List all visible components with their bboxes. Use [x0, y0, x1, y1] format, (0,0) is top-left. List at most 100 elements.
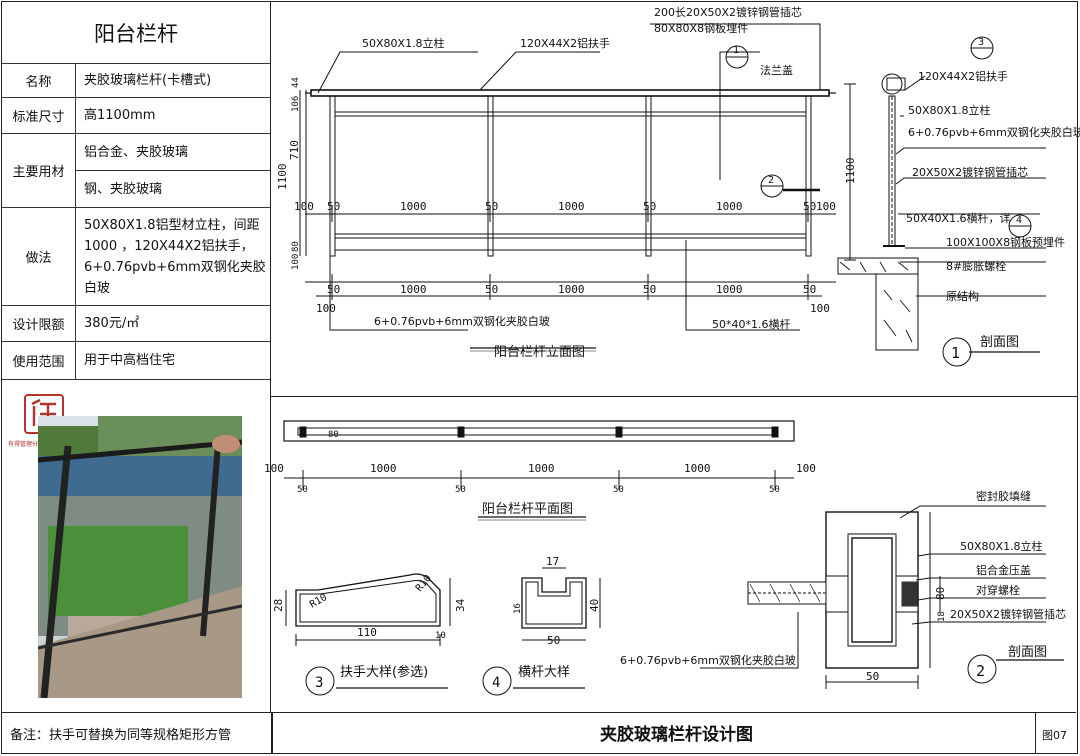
plan-caption: 阳台栏杆平面图 [482, 502, 573, 517]
elevation-drawing [299, 23, 836, 352]
logo-caption: 有得管理分享汇 [8, 441, 51, 448]
d4-dim-inner: 16 [513, 603, 523, 614]
elev-dim-100-b: 100 [816, 200, 836, 213]
elev-dim-44: 44 [291, 77, 301, 88]
plan-drawing [283, 420, 795, 521]
elev-label-flange: 法兰盖 [760, 63, 793, 77]
s2-dim-t: 18 [937, 611, 947, 622]
s1-label-structure: 原结构 [946, 289, 979, 303]
s1-marker-3: 3 [978, 37, 984, 48]
s2-label-glass: 6+0.76pvb+6mm双钢化夹胶白玻 [620, 653, 796, 667]
elev-marker-2: 2 [768, 175, 774, 186]
elev-dim-1000-e: 1000 [558, 283, 585, 296]
spec-name-label: 名称 [2, 64, 76, 98]
elev-dim-1000-d: 1000 [400, 283, 427, 296]
elev-dim-106: 106 [291, 96, 301, 112]
elev-label-embed: 80X80X8钢板埋件 [654, 21, 748, 35]
elev-label-handrail: 120X44X2铝扶手 [520, 36, 610, 50]
s1-caption: 剖面图 [980, 335, 1019, 350]
elev-dim-50-a: 50 [327, 200, 340, 213]
plan-dim-100-a: 100 [264, 462, 284, 475]
plan-dim-100-b: 100 [796, 462, 816, 475]
s1-label-post: 50X80X1.8立柱 [908, 103, 991, 117]
spec-material-value-1: 铝合金、夹胶玻璃 [76, 134, 270, 171]
plan-dim-1000-c: 1000 [684, 462, 711, 475]
s2-number: 2 [976, 662, 985, 680]
s2-label-sealant: 密封胶填缝 [976, 489, 1031, 503]
spec-limit-label: 设计限额 [2, 306, 76, 342]
s1-label-bolt: 8#膨胀螺栓 [946, 259, 1006, 273]
d3-number: 3 [315, 675, 323, 691]
elev-label-post: 50X80X1.8立柱 [362, 36, 445, 50]
elev-label-crossbar: 50*40*1.6横杆 [712, 317, 791, 331]
s2-label-cover: 铝合金压盖 [976, 563, 1031, 577]
s1-label-handrail: 120X44X2铝扶手 [918, 69, 1008, 83]
d4-dim-w: 50 [547, 634, 560, 647]
elev-dim-50-c: 50 [643, 200, 656, 213]
d3-dim-h1: 28 [272, 599, 285, 612]
elev-dim-50-f: 50 [485, 283, 498, 296]
s2-label-post: 50X80X1.8立柱 [960, 539, 1043, 553]
plan-dim-80: 80 [328, 430, 339, 440]
s1-label-glass: 6+0.76pvb+6mm双钢化夹胶白玻 [908, 125, 1080, 139]
plan-dim-1000-a: 1000 [370, 462, 397, 475]
s1-dim-height: 1100 [844, 158, 857, 185]
spec-name-value: 夹胶玻璃栏杆(卡槽式) [76, 64, 270, 98]
elev-dim-50-g: 50 [643, 283, 656, 296]
spec-size-value: 高1100mm [76, 98, 270, 134]
s1-label-embed: 100X100X8钢板预埋件 [946, 235, 1065, 249]
d3-dim-t: 10 [435, 631, 446, 641]
d3-caption: 扶手大样(参选) [340, 664, 428, 680]
spec-scope-value: 用于中高档住宅 [76, 342, 270, 380]
note-divider [271, 712, 273, 754]
d3-dim-h2: 34 [454, 598, 467, 612]
spec-material-label: 主要用材 [2, 134, 76, 208]
elev-dim-100v: 100 [291, 254, 301, 270]
elev-label-glass: 6+0.76pvb+6mm双钢化夹胶白玻 [374, 314, 550, 328]
elev-dim-80: 80 [291, 241, 301, 252]
plan-dim-50-a: 50 [297, 485, 308, 495]
spec-method-label: 做法 [2, 208, 76, 306]
elev-dim-50-e: 50 [327, 283, 340, 296]
elev-dim-100-a: 100 [294, 200, 314, 213]
d4-caption: 横杆大样 [518, 665, 570, 680]
elev-dim-1000-a: 1000 [400, 200, 427, 213]
s2-label-bolt: 对穿螺栓 [976, 583, 1020, 597]
elev-marker-1: 1 [733, 45, 739, 56]
d3-dim-w: 110 [357, 626, 377, 639]
sheet-title: 阳台栏杆 [2, 2, 270, 64]
figure-number: 图07 [1042, 729, 1067, 742]
detail-4-drawing [482, 567, 601, 696]
elev-dim-1100: 1100 [276, 164, 289, 191]
elev-dim-100-c: 100 [316, 302, 336, 315]
plan-dim-50-c: 50 [613, 485, 624, 495]
drawing-title: 夹胶玻璃栏杆设计图 [600, 725, 753, 745]
elev-label-insert: 200长20X50X2镀锌钢管插芯 [654, 5, 802, 19]
s1-marker-4: 4 [1016, 215, 1022, 226]
reference-photo [38, 416, 242, 698]
d4-dim-h: 40 [588, 599, 601, 612]
elev-dim-710: 710 [288, 140, 301, 160]
note-text: 备注：扶手可替换为同等规格矩形方管 [10, 728, 232, 743]
detail-3-drawing [285, 573, 451, 696]
section-2-drawing [700, 505, 1064, 689]
spec-limit-value: 380元/㎡ [76, 306, 270, 342]
s2-caption: 剖面图 [1008, 645, 1047, 660]
elev-caption: 阳台栏杆立面图 [494, 345, 585, 360]
elev-dim-50-d: 50 [803, 200, 816, 213]
plan-dim-1000-b: 1000 [528, 462, 555, 475]
spec-method-value: 50X80X1.8铝型材立柱，间距1000 ，120X44X2铝扶手，6+0.7… [76, 208, 270, 306]
elev-dim-1000-f: 1000 [716, 283, 743, 296]
s2-label-insert: 20X50X2镀锌钢管插芯 [950, 607, 1066, 621]
spec-size-label: 标准尺寸 [2, 98, 76, 134]
plan-dim-50-d: 50 [769, 485, 780, 495]
note-row [2, 712, 1076, 713]
drawing-split [271, 396, 1077, 398]
spec-material-value-2: 钢、夹胶玻璃 [76, 171, 270, 208]
info-column: 阳台栏杆 名称 夹胶玻璃栏杆(卡槽式) 标准尺寸 高1100mm 主要用材 铝合… [2, 2, 271, 712]
elev-dim-50-h: 50 [803, 283, 816, 296]
plan-dim-50-b: 50 [455, 485, 466, 495]
